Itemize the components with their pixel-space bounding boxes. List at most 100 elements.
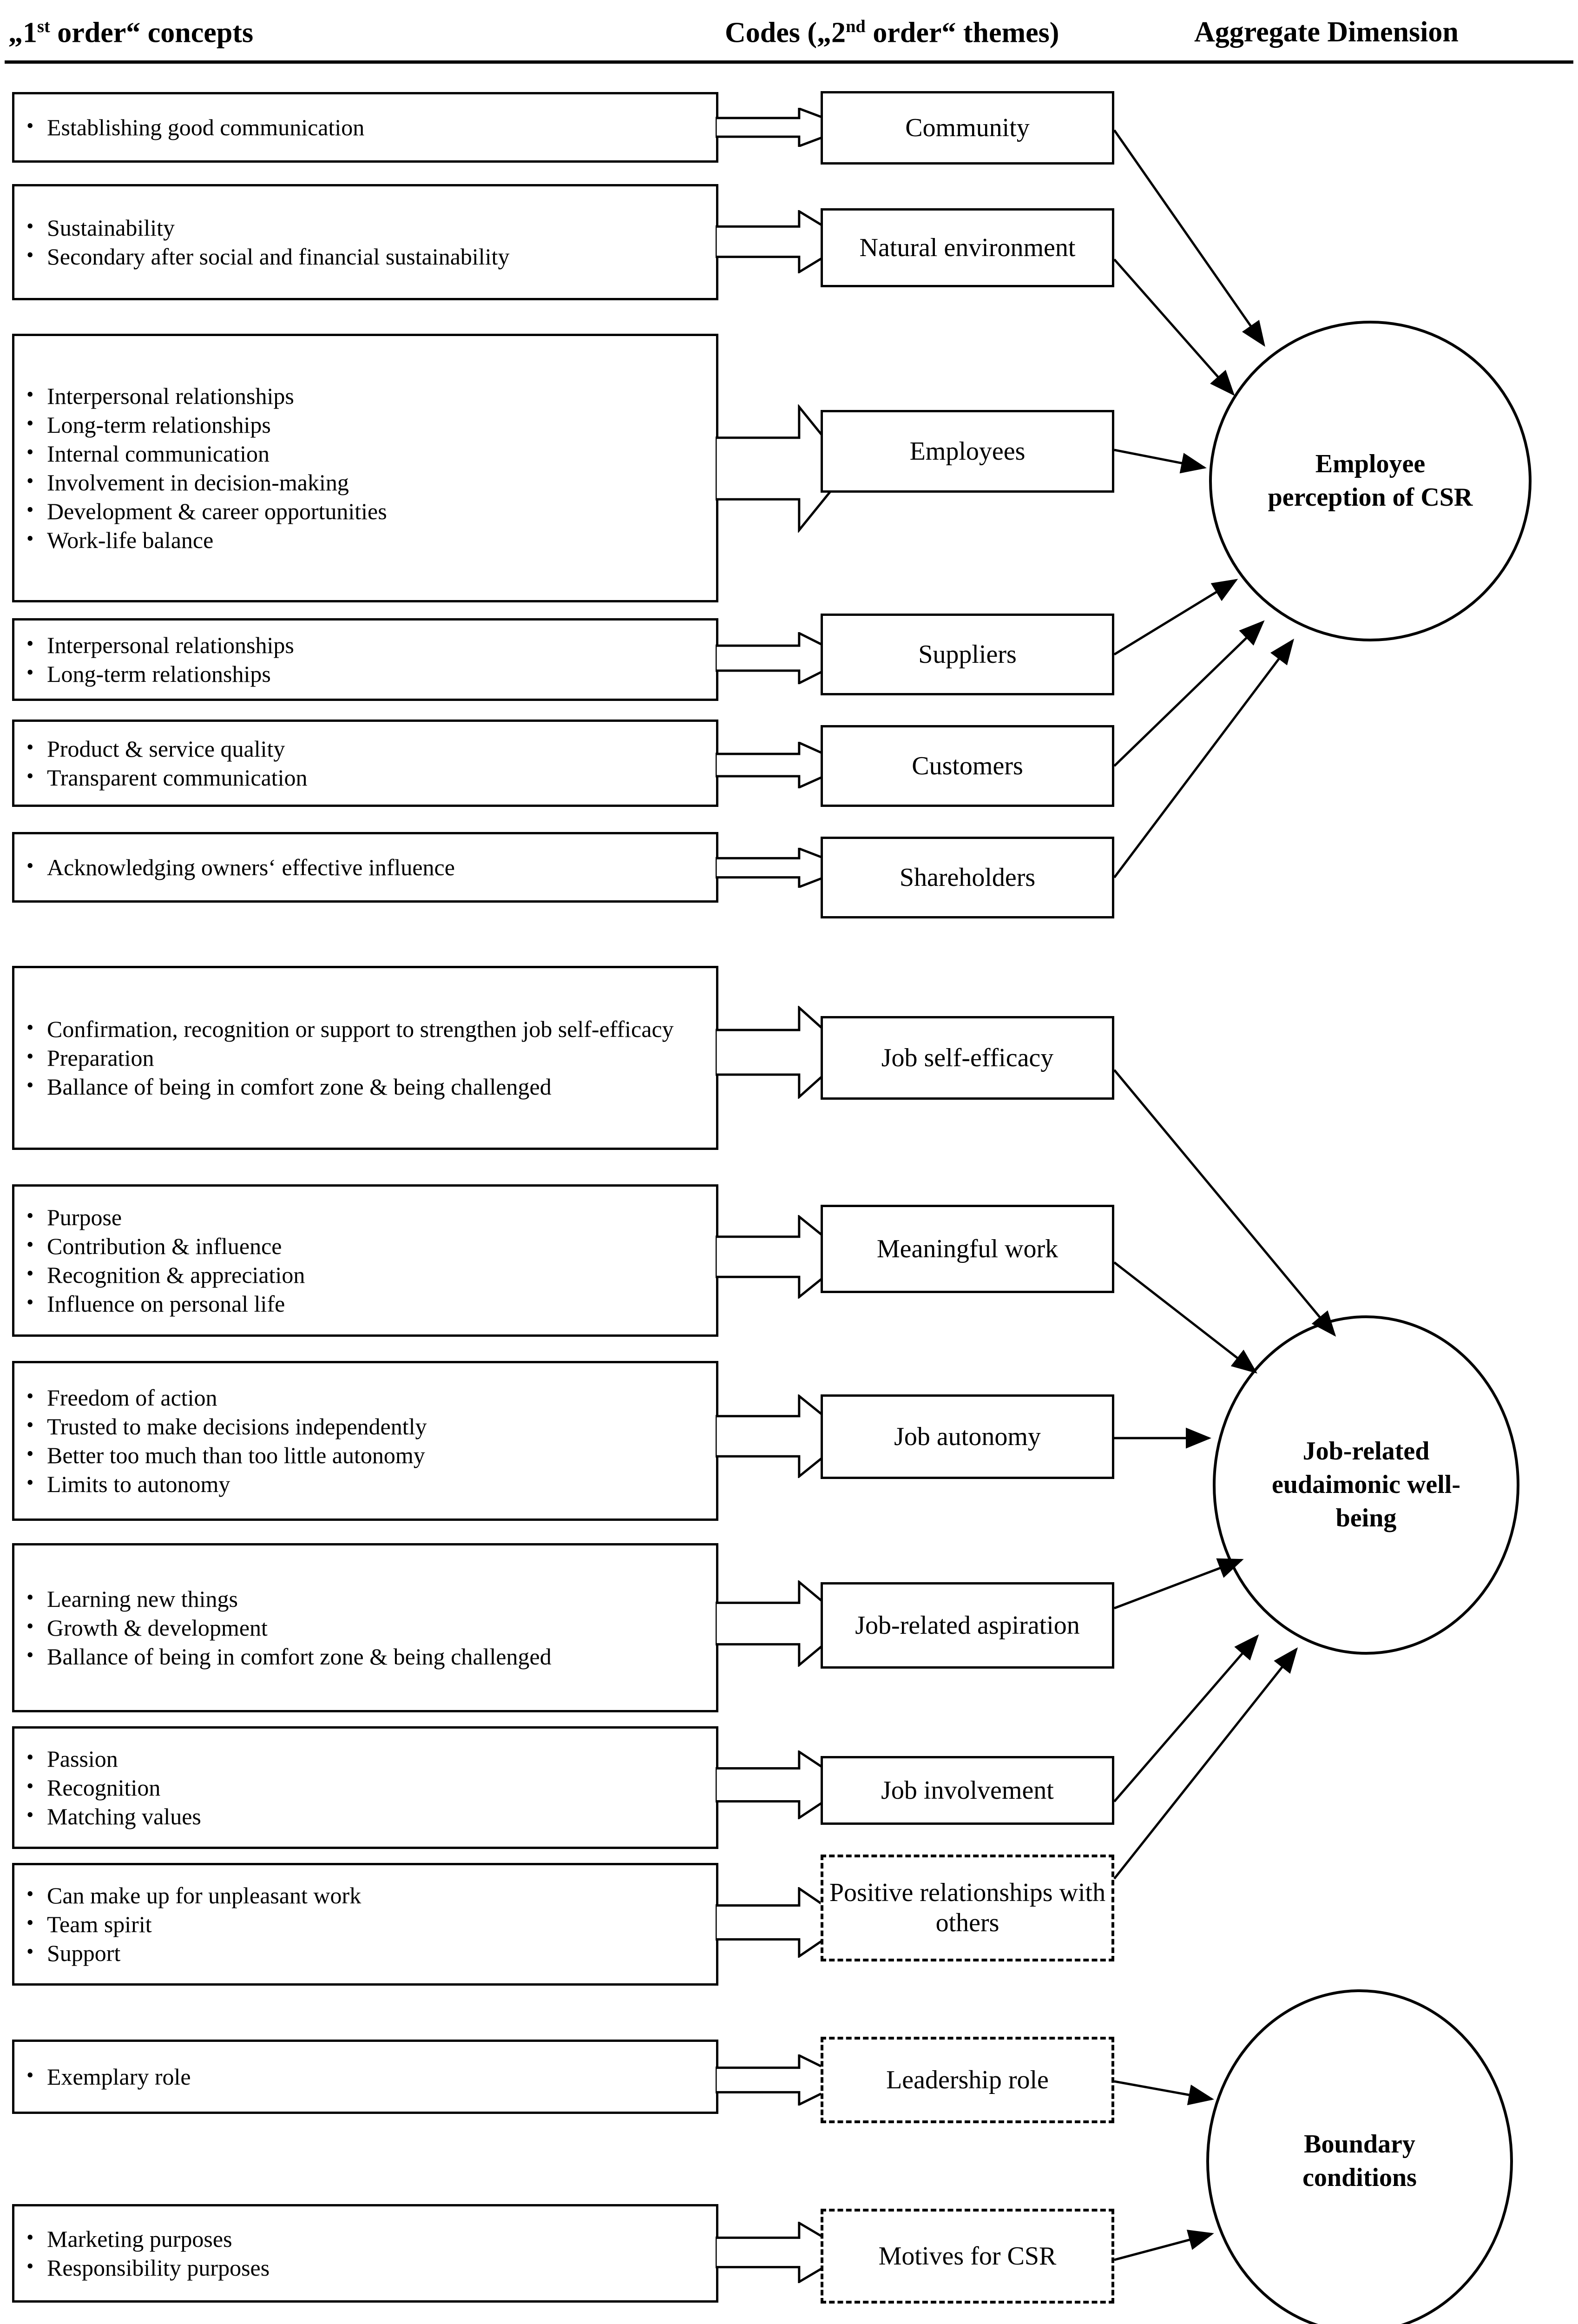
code-box-customers: Customers: [821, 725, 1114, 807]
code-label: Customers: [912, 751, 1023, 780]
concept-box-job-involvement: Passion Recognition Matching values: [12, 1726, 718, 1849]
connector-shareholders-to-csr: [1113, 639, 1295, 878]
list-item: Transparent communication: [23, 763, 704, 792]
list-item: Limits to autonomy: [23, 1469, 704, 1498]
list-item: Preparation: [23, 1043, 704, 1072]
concept-list: Passion Recognition Matching values: [23, 1744, 704, 1831]
header-codes-post: order“ themes): [865, 17, 1059, 49]
concept-box-leadership-role: Exemplary role: [12, 2040, 718, 2114]
concept-box-natural-environment: Sustainability Secondary after social an…: [12, 184, 718, 300]
code-label: Meaningful work: [876, 1234, 1059, 1263]
list-item: Freedom of action: [23, 1383, 704, 1412]
list-item: Matching values: [23, 1802, 704, 1830]
column-header-first-order: „1st order“ concepts: [8, 18, 253, 47]
list-item: Purpose: [23, 1202, 704, 1231]
list-item: Recognition & appreciation: [23, 1260, 704, 1289]
concept-box-job-autonomy: Freedom of action Trusted to make decisi…: [12, 1361, 718, 1521]
list-item: Interpersonal relationships: [23, 630, 704, 659]
concept-list: Product & service quality Transparent co…: [23, 734, 704, 792]
concept-list: Freedom of action Trusted to make decisi…: [23, 1383, 704, 1499]
column-header-aggregate-dimension: Aggregate Dimension: [1194, 16, 1459, 48]
code-box-motives-for-csr: Motives for CSR: [821, 2209, 1114, 2304]
concept-box-job-self-efficacy: Confirmation, recognition or support to …: [12, 966, 718, 1150]
connector-job-self-efficacy-to-wellbeing: [1113, 1069, 1336, 1337]
list-item: Responsibility purposes: [23, 2253, 704, 2282]
dimension-circle-job-related-eudaimonic-well-being: Job-related eudaimonic well-being: [1213, 1315, 1519, 1655]
connector-aspiration-to-wellbeing: [1114, 1558, 1244, 1610]
list-item: Development & career opportunities: [23, 496, 704, 525]
connector-customers-to-csr: [1113, 620, 1265, 767]
code-box-suppliers: Suppliers: [821, 614, 1114, 695]
concept-list: Exemplary role: [23, 2062, 704, 2092]
code-box-job-related-aspiration: Job-related aspiration: [821, 1582, 1114, 1669]
header-divider-rule: [5, 60, 1573, 64]
list-item: Exemplary role: [23, 2062, 704, 2091]
list-item: Contribution & influence: [23, 1231, 704, 1260]
code-label: Leadership role: [886, 2065, 1049, 2094]
code-label: Natural environment: [859, 233, 1076, 262]
concept-box-meaningful-work: Purpose Contribution & influence Recogni…: [12, 1184, 718, 1337]
list-item: Better too much than too little autonomy: [23, 1440, 704, 1469]
block-arrow-to-employees: [716, 404, 850, 533]
concept-box-positive-relationships: Can make up for unpleasant work Team spi…: [12, 1863, 718, 1986]
concept-list: Purpose Contribution & influence Recogni…: [23, 1202, 704, 1319]
dimension-label: Boundary conditions: [1302, 2130, 1417, 2192]
dimension-label: Job-related eudaimonic well-being: [1272, 1437, 1460, 1532]
code-box-positive-relationships-with-others: Positive relationships with others: [821, 1855, 1114, 1961]
code-label: Job autonomy: [894, 1422, 1041, 1451]
list-item: Acknowledging owners‘ effective influenc…: [23, 852, 704, 881]
list-item: Can make up for unpleasant work: [23, 1881, 704, 1909]
list-item: Ballance of being in comfort zone & bein…: [23, 1642, 704, 1670]
concept-list: Interpersonal relationships Long-term re…: [23, 381, 704, 555]
code-box-community: Community: [821, 91, 1114, 165]
header-first-order-pre: „1: [8, 17, 37, 49]
list-item: Passion: [23, 1744, 704, 1773]
connector-suppliers-to-csr: [1113, 579, 1238, 656]
connector-positive-relationships-to-wellbeing: [1113, 1647, 1298, 1880]
list-item: Growth & development: [23, 1613, 704, 1642]
column-header-codes: Codes („2nd order“ themes): [725, 18, 1059, 47]
code-label: Shareholders: [899, 863, 1036, 892]
code-label: Suppliers: [918, 640, 1017, 669]
code-label: Motives for CSR: [878, 2241, 1057, 2271]
header-first-order-post: order“ concepts: [50, 17, 254, 49]
concept-box-suppliers: Interpersonal relationships Long-term re…: [12, 618, 718, 701]
code-label: Employees: [909, 436, 1026, 466]
concept-list: Marketing purposes Responsibility purpos…: [23, 2224, 704, 2283]
code-label: Job involvement: [881, 1776, 1054, 1805]
header-codes-pre: Codes („2: [725, 17, 846, 49]
list-item: Work-life balance: [23, 525, 704, 554]
list-item: Support: [23, 1938, 704, 1967]
code-box-job-involvement: Job involvement: [821, 1756, 1114, 1825]
list-item: Sustainability: [23, 213, 704, 242]
code-box-job-autonomy: Job autonomy: [821, 1394, 1114, 1479]
code-box-shareholders: Shareholders: [821, 837, 1114, 918]
connector-community-to-csr: [1113, 129, 1265, 347]
code-label: Positive relationships with others: [829, 1878, 1106, 1937]
concept-list: Interpersonal relationships Long-term re…: [23, 630, 704, 689]
list-item: Secondary after social and financial sus…: [23, 242, 704, 271]
list-item: Team spirit: [23, 1909, 704, 1938]
code-label: Job self-efficacy: [881, 1043, 1054, 1072]
concept-box-community: Establishing good communication: [12, 92, 718, 163]
code-label: Community: [905, 113, 1030, 142]
list-item: Long-term relationships: [23, 410, 704, 439]
concept-list: Sustainability Secondary after social an…: [23, 213, 704, 271]
concept-box-motives-for-csr: Marketing purposes Responsibility purpos…: [12, 2204, 718, 2303]
list-item: Involvement in decision-making: [23, 468, 704, 496]
concept-list: Can make up for unpleasant work Team spi…: [23, 1881, 704, 1968]
list-item: Influence on personal life: [23, 1289, 704, 1318]
code-box-natural-environment: Natural environment: [821, 208, 1114, 287]
list-item: Trusted to make decisions independently: [23, 1412, 704, 1440]
dimension-label: Employee perception of CSR: [1268, 449, 1473, 512]
dimension-circle-boundary-conditions: Boundary conditions: [1206, 1989, 1513, 2324]
list-item: Confirmation, recognition or support to …: [23, 1014, 704, 1043]
list-item: Learning new things: [23, 1584, 704, 1613]
list-item: Internal communication: [23, 439, 704, 468]
connector-meaningful-work-to-wellbeing: [1113, 1261, 1257, 1374]
concept-list: Acknowledging owners‘ effective influenc…: [23, 852, 704, 882]
code-box-employees: Employees: [821, 410, 1114, 493]
code-label: Job-related aspiration: [855, 1611, 1080, 1640]
list-item: Marketing purposes: [23, 2224, 704, 2253]
